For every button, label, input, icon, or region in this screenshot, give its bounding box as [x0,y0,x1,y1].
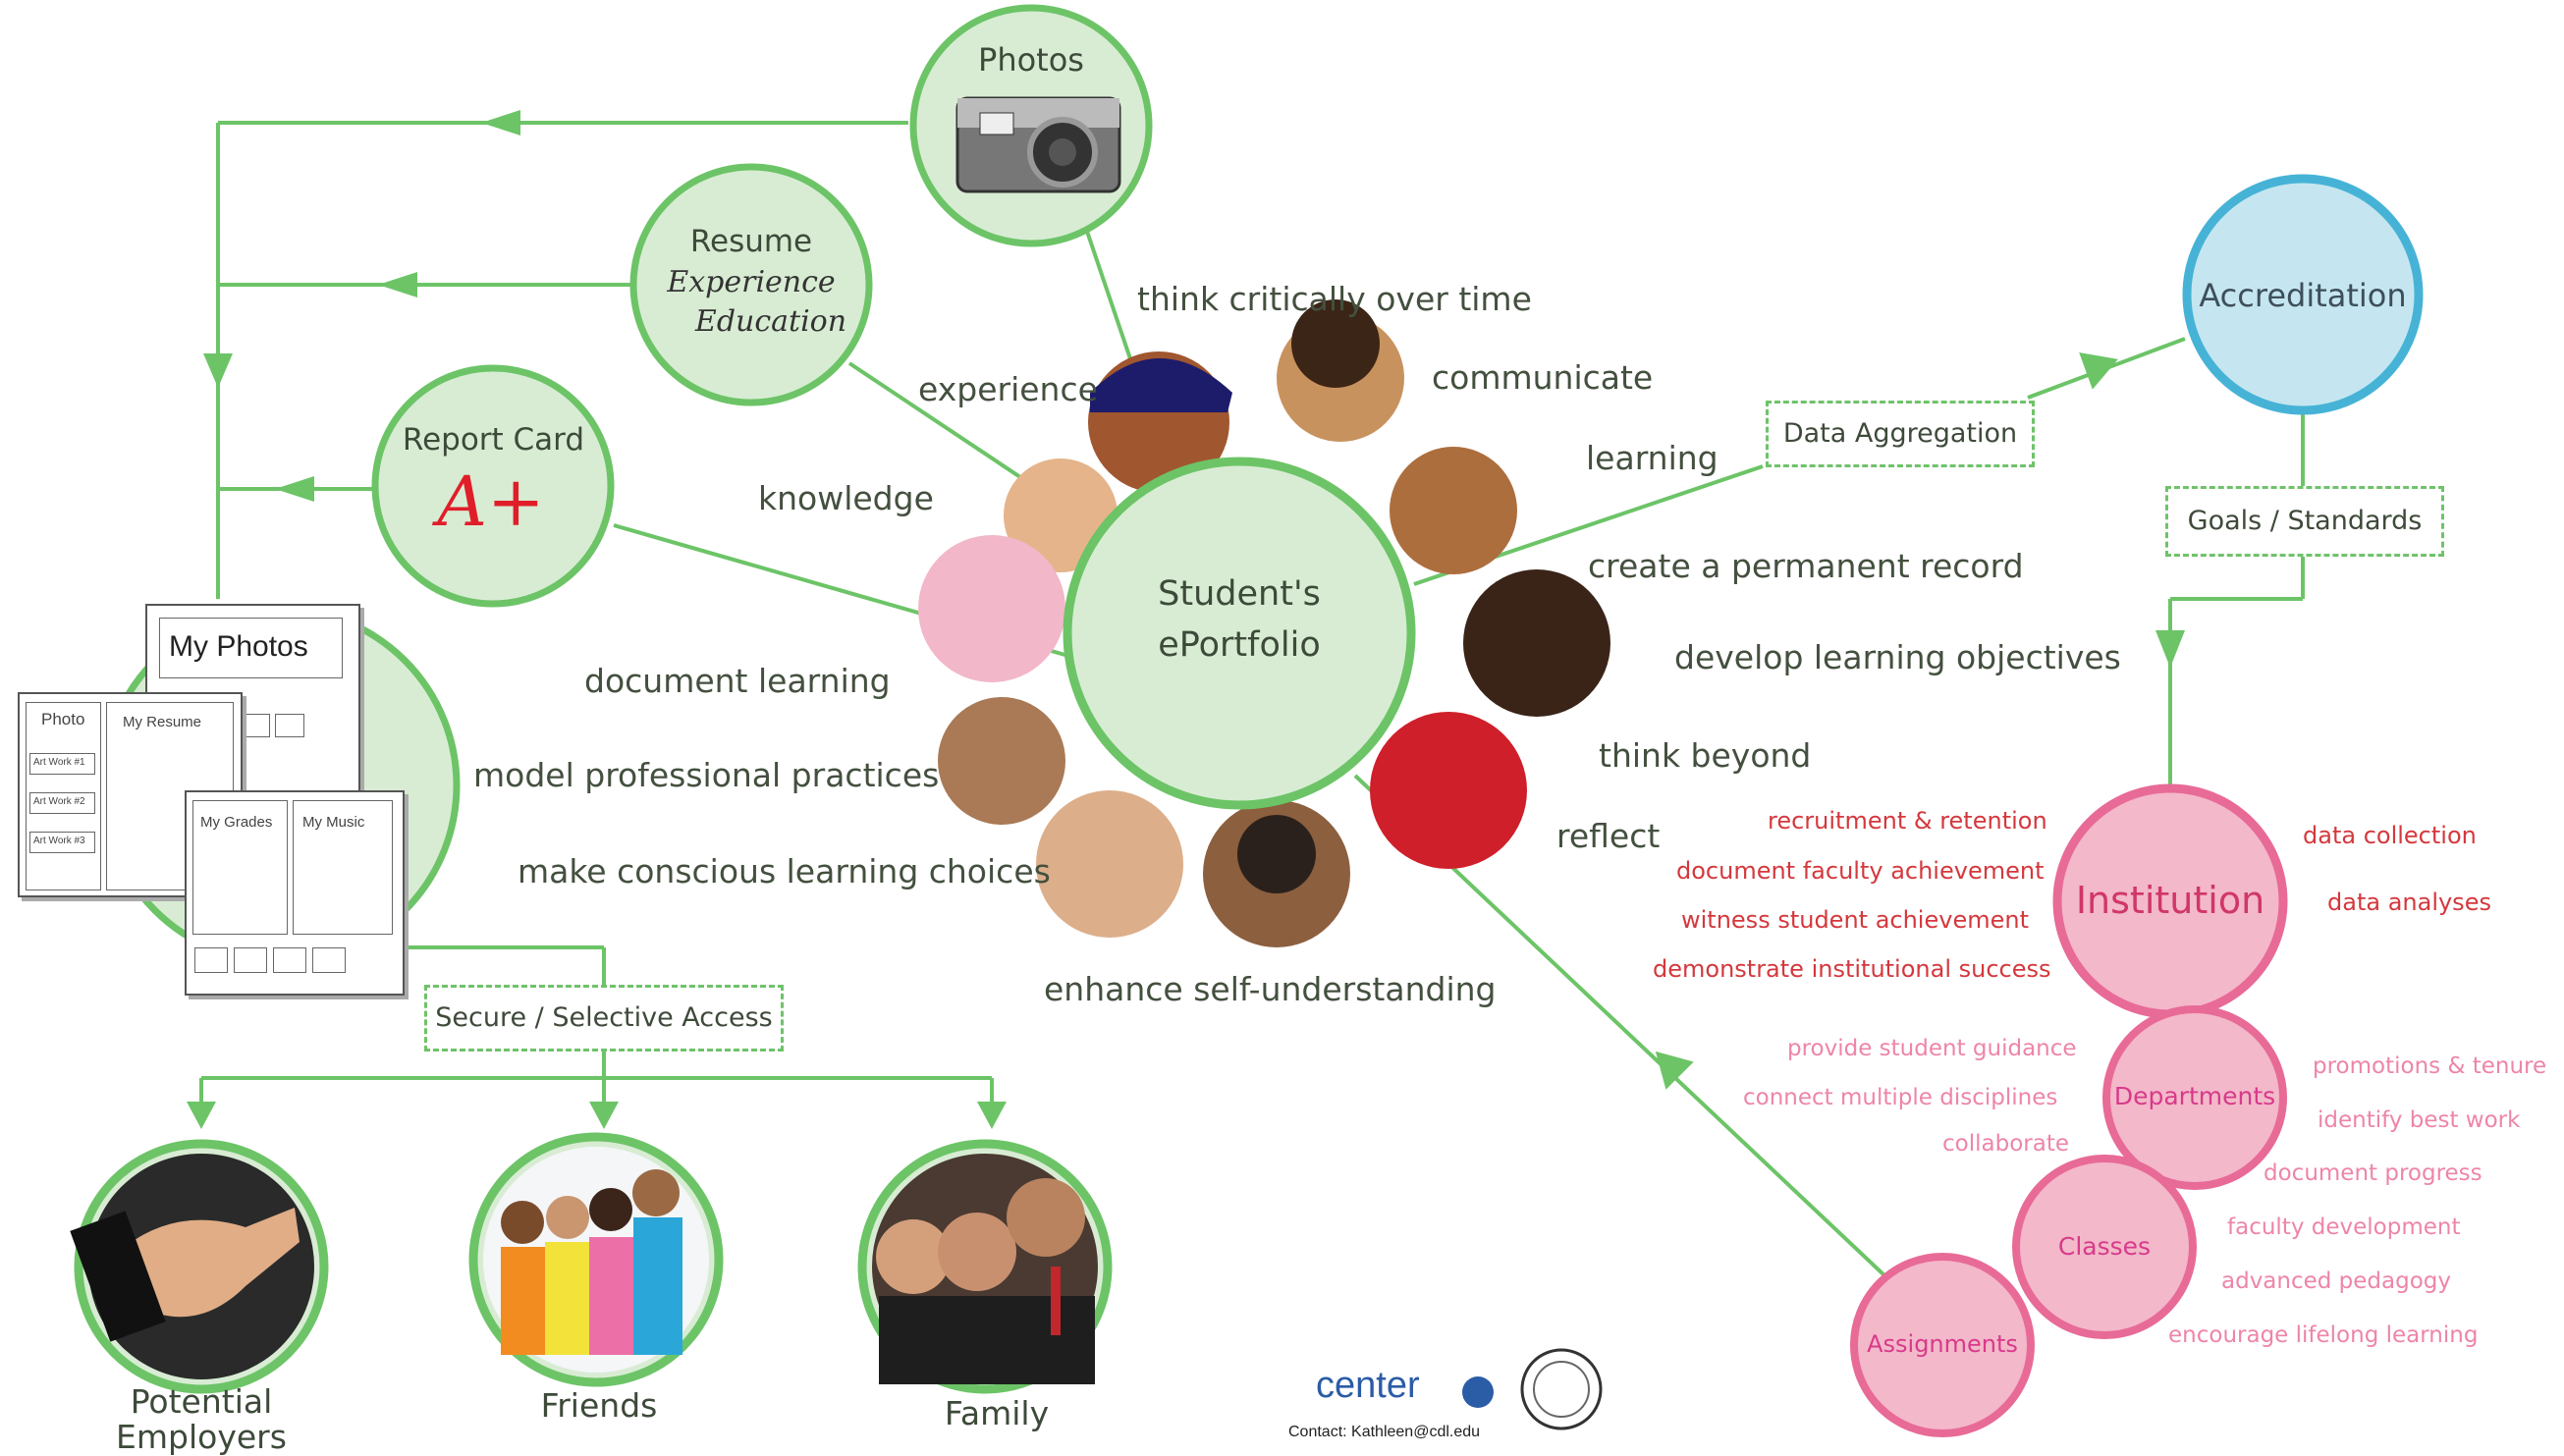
resume-label: Resume [689,224,813,259]
departments-item: connect multiple disciplines [1743,1085,2058,1110]
photo-label: Photo [41,710,85,728]
student-face-photo [1390,447,1517,574]
institution-item: demonstrate institutional success [1653,955,2051,983]
camera-icon [955,96,1121,193]
student-face-photo [918,535,1065,682]
institution-arrow [2155,630,2185,668]
grade-label: A+ [437,461,545,542]
my-resume-title: My Resume [123,714,202,730]
friends-photo [483,1147,709,1373]
friends-label: Friends [540,1386,658,1425]
assignments-label: Assignments [1867,1330,2018,1358]
eportfolio-hub-node [1063,457,1416,810]
my-music-title: My Music [302,814,365,831]
benefit-text: develop learning objectives [1674,638,2121,676]
classes-item: faculty development [2227,1214,2461,1240]
student-face-photo [1036,790,1183,938]
benefit-text: think beyond [1599,736,1812,775]
center-logo-icon [1462,1376,1494,1408]
secure-access-box: Secure / Selective Access [424,985,784,1052]
my-photos-title: My Photos [169,630,308,663]
departments-item: collaborate [1942,1131,2069,1157]
family-label: Family [944,1394,1050,1432]
reportcard-arrow [275,476,314,502]
resume-education-label: Education [694,304,847,339]
institution-item: witness student achievement [1681,906,2029,934]
handshake-photo [70,1154,314,1379]
benefit-text: knowledge [758,479,934,517]
classes-item: document progress [2264,1160,2482,1186]
benefit-text: learning [1586,439,1718,477]
benefit-text: enhance self-understanding [1044,970,1497,1008]
departments-item: identify best work [2318,1107,2521,1133]
my-grades-document: My Grades My Music [185,790,405,996]
reportcard-node [371,364,615,608]
artifact-down-arrow [203,353,233,388]
accreditation-label: Accreditation [2199,277,2407,314]
friends-arrow [589,1102,619,1129]
assignments-arrow [1655,1051,1694,1090]
student-face-photo [938,697,1065,825]
family-arrow [977,1102,1007,1129]
benefit-text: communicate [1432,358,1654,397]
goals-standards-box: Goals / Standards [2165,486,2444,557]
institution-item: recruitment & retention [1768,807,2047,835]
art-work-label: Art Work #1 [33,757,85,768]
employers-label-line2: Employers [116,1418,287,1456]
benefit-text: think critically over time [1137,280,1532,318]
benefit-text: document learning [584,662,891,700]
departments-item: promotions & tenure [2313,1053,2547,1079]
classes-item: advanced pedagogy [2221,1268,2452,1294]
accreditation-arrow [2079,352,2118,390]
benefit-text: make conscious learning choices [518,852,1051,890]
classes-node [2012,1155,2197,1339]
benefit-text: experience [918,370,1098,408]
report-card-label: Report Card [402,422,585,458]
institution-label: Institution [2075,879,2265,922]
benefit-text: reflect [1556,817,1661,855]
my-grades-title: My Grades [200,814,273,831]
resume-node [629,163,873,406]
hub-label-line1: Student's [1158,574,1321,614]
center-logo-text: center [1316,1365,1420,1406]
assignments-node [1850,1253,2035,1437]
employers-arrow [187,1102,216,1129]
data-aggregation-box: Data Aggregation [1766,401,2035,467]
institution-item: data analyses [2327,889,2491,916]
art-work-label: Art Work #3 [33,836,85,846]
student-face-photo [1463,569,1610,717]
institution-item: document faculty achievement [1676,857,2045,885]
hub-label-line2: ePortfolio [1158,625,1321,665]
departments-item: provide student guidance [1787,1036,2077,1061]
photos-arrow [481,110,520,135]
student-face-photo [1370,712,1527,869]
classes-item: encourage lifelong learning [2168,1322,2479,1348]
family-photo [872,1154,1098,1384]
employers-label-line1: Potential [130,1382,273,1421]
classes-label: Classes [2057,1232,2152,1261]
benefit-text: model professional practices [473,756,940,794]
accreditation-node [2182,174,2424,415]
institution-item: data collection [2303,822,2477,849]
benefit-text: create a permanent record [1588,547,2024,585]
departments-label: Departments [2113,1082,2276,1110]
student-photos-ring [918,299,1610,947]
resume-experience-label: Experience [667,265,836,299]
photos-label: Photos [978,41,1084,79]
contact-text: Contact: Kathleen@cdl.edu [1288,1424,1481,1440]
departments-node [2102,1005,2287,1190]
art-work-label: Art Work #2 [33,796,85,807]
resume-arrow [378,272,417,297]
